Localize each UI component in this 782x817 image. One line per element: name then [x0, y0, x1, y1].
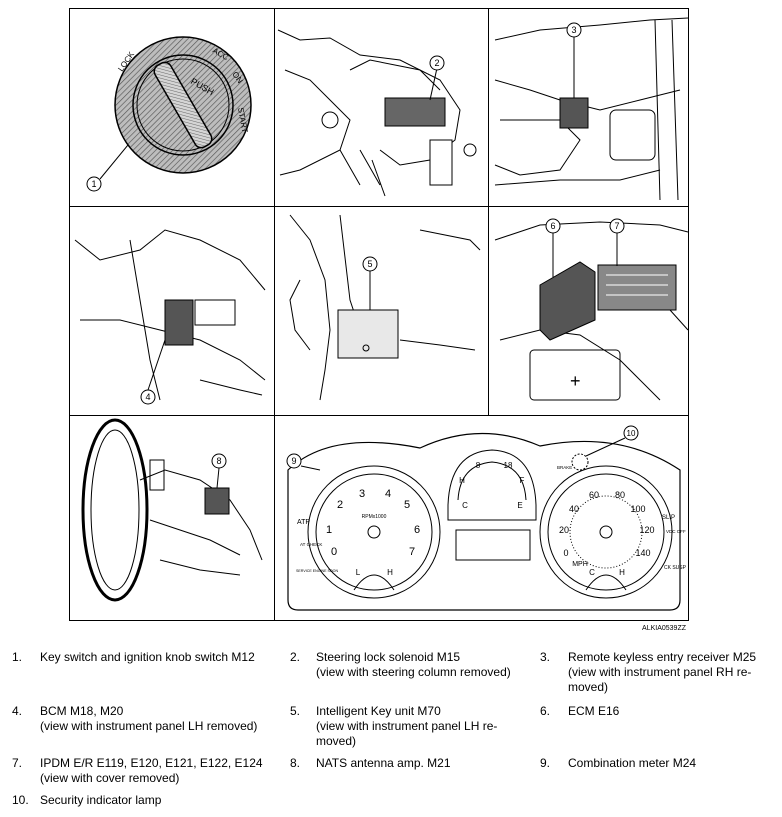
legend-text: Steering lock solenoid M15 (view with st… — [316, 650, 546, 680]
ecm-shape — [540, 262, 595, 340]
speed-unit: MPH — [572, 561, 588, 568]
warning-ck-susp: CK SUSP — [664, 565, 687, 571]
speed-number-80: 80 — [615, 490, 625, 500]
callout-8: 8 — [216, 456, 221, 466]
speed-number-0: 0 — [563, 548, 568, 558]
callout-2: 2 — [434, 58, 439, 68]
legend-text: NATS antenna amp. M21 — [316, 756, 546, 771]
callout-5: 5 — [367, 259, 372, 269]
speed-number-40: 40 — [569, 504, 579, 514]
volt-low: 8 — [476, 461, 481, 470]
warning-at-check: AT CHECK — [300, 542, 322, 547]
tach-unit: RPMx1000 — [362, 514, 387, 520]
legend-text: IPDM E/R E119, E120, E121, E122, E124 (v… — [40, 756, 292, 786]
tach-number-5: 5 — [404, 499, 410, 511]
warning-service-engine: SERVICE ENGINE SOON — [296, 569, 338, 573]
figure-code: ALKIA0539ZZ — [642, 625, 687, 632]
keyless-receiver-shape — [560, 98, 588, 128]
panel-bcm: 4 — [75, 230, 265, 404]
legend-number: 2. — [290, 650, 300, 665]
callout-10: 10 — [627, 429, 636, 438]
callout-3: 3 — [571, 25, 576, 35]
ipdm-shape — [598, 265, 676, 310]
callout-4: 4 — [145, 392, 150, 402]
panel-ignition-knob: PUSH LOCK ACC ON START 1 — [87, 37, 251, 191]
legend-text: Key switch and ignition knob switch M12 — [40, 650, 290, 665]
panel-intelligent-key: 5 — [290, 215, 480, 400]
legend-number: 3. — [540, 650, 550, 665]
legend-text: Security indicator lamp — [40, 793, 290, 808]
nats-antenna-shape — [205, 488, 229, 514]
bcm-shape — [165, 300, 193, 345]
speed-number-20: 20 — [559, 525, 569, 535]
oil-gauge-high: H — [387, 568, 393, 577]
warning-atp: ATP — [297, 519, 310, 526]
panel-combination-meter: 0 1 2 3 4 5 6 7 RPMx1000 L H 8 18 C H E … — [287, 426, 687, 610]
legend-number: 6. — [540, 704, 550, 719]
temp-hot: H — [459, 476, 465, 485]
legend-number: 4. — [12, 704, 22, 719]
panel-steering-lock: 2 — [278, 30, 476, 196]
speed-number-120: 120 — [639, 525, 654, 535]
legend-number: 10. — [12, 793, 29, 808]
legend-text: Intelligent Key unit M70 (view with inst… — [316, 704, 546, 749]
legend-number: 7. — [12, 756, 22, 771]
legend-number: 8. — [290, 756, 300, 771]
speed-number-100: 100 — [630, 504, 645, 514]
svg-text:+: + — [570, 371, 581, 391]
fuel-empty: E — [517, 501, 522, 510]
tach-number-6: 6 — [414, 524, 420, 536]
legend-number: 5. — [290, 704, 300, 719]
tach-number-0: 0 — [331, 546, 337, 558]
callout-1: 1 — [91, 179, 96, 189]
tach-number-7: 7 — [409, 546, 415, 558]
warning-vdc-off: VDC OFF — [666, 529, 686, 534]
tach-number-2: 2 — [337, 499, 343, 511]
temp-cold: C — [462, 501, 468, 510]
warning-slip: SLIP — [662, 515, 675, 521]
callout-9: 9 — [291, 456, 296, 466]
speed-number-140: 140 — [635, 548, 650, 558]
legend-text: BCM M18, M20 (view with instrument panel… — [40, 704, 290, 734]
panel-nats-antenna: 8 — [83, 420, 262, 600]
panel-engine-room: + 6 7 — [495, 219, 688, 400]
speed-number-60: 60 — [589, 490, 599, 500]
callout-6: 6 — [550, 221, 555, 231]
tach-number-4: 4 — [385, 488, 391, 500]
volt-high: 18 — [504, 461, 513, 470]
tach-number-3: 3 — [359, 488, 365, 500]
component-location-figure: PUSH LOCK ACC ON START 1 2 3 — [0, 0, 782, 640]
warning-brake: BRAKE — [557, 465, 572, 470]
legend: 1. Key switch and ignition knob switch M… — [0, 645, 782, 815]
steering-lock-solenoid-shape — [385, 98, 445, 126]
fuel-full: F — [520, 476, 525, 485]
legend-text: ECM E16 — [568, 704, 780, 719]
legend-number: 1. — [12, 650, 22, 665]
panel-keyless-receiver: 3 — [495, 18, 688, 200]
tach-number-1: 1 — [326, 524, 332, 536]
coolant-cold: C — [589, 568, 595, 577]
legend-number: 9. — [540, 756, 550, 771]
coolant-hot: H — [619, 568, 625, 577]
legend-text: Remote keyless entry receiver M25 (view … — [568, 650, 780, 695]
oil-gauge-low: L — [356, 568, 361, 577]
legend-text: Combination meter M24 — [568, 756, 780, 771]
callout-7: 7 — [614, 221, 619, 231]
